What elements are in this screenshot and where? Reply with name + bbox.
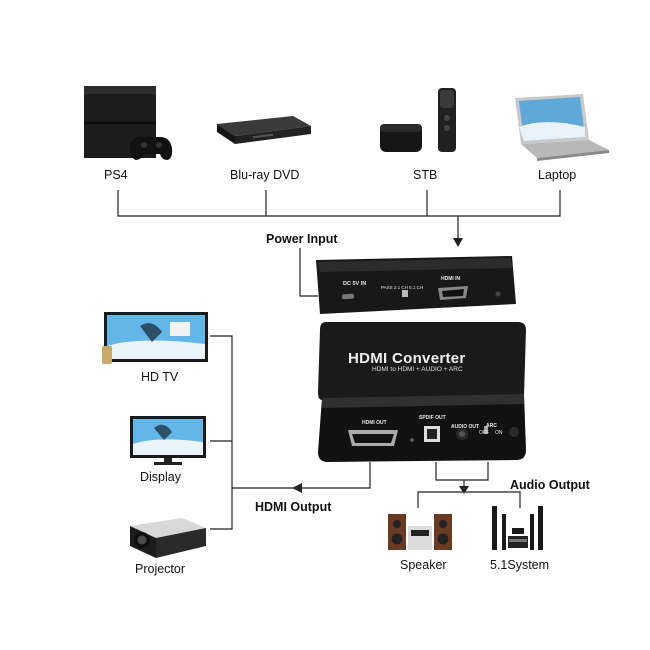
power-input-label: Power Input <box>266 232 338 246</box>
front-port-hdmi-out-label: HDMI OUT <box>362 420 387 426</box>
hd-tv-image <box>102 312 208 364</box>
laptop-image <box>515 94 609 161</box>
dc-port <box>342 293 355 300</box>
hdmi-output-line <box>232 462 371 489</box>
front-port-arc-label: ARC <box>486 423 497 429</box>
display-label-projector: Projector <box>135 562 186 576</box>
audio-output-arrow <box>459 486 469 494</box>
back-port-hdmi-in-label: HDMI IN <box>441 276 461 282</box>
converter-front-body <box>318 322 526 462</box>
converter-subtitle: HDMI to HDMI + AUDIO + ARC <box>372 366 463 373</box>
source-label-stb: STB <box>413 168 438 182</box>
audio-label-5-1system: 5.1System <box>490 558 550 572</box>
display-label-hdtv: HD TV <box>141 370 179 384</box>
front-port-spdif-label: SPDIF OUT <box>419 415 446 421</box>
surround-system-image <box>492 506 543 550</box>
display-label-display: Display <box>140 470 181 484</box>
projector-image <box>130 518 206 558</box>
hdmi-output-label: HDMI Output <box>255 500 332 514</box>
converter-title: HDMI Converter <box>348 350 466 367</box>
input-arrow <box>453 238 463 247</box>
audio-label-speaker: Speaker <box>400 558 447 572</box>
back-port-dc-label: DC 5V IN <box>343 281 367 287</box>
pass-switch <box>402 290 408 297</box>
audio-output-label: Audio Output <box>510 478 590 492</box>
front-port-arc-on-label: ON <box>495 430 503 436</box>
front-port-arc-off-label: OFF <box>479 430 489 436</box>
back-port-pass-label: PASS 2.1 CH 5.1 CH <box>381 285 424 290</box>
bluray-player-image <box>217 116 311 144</box>
speaker-image <box>388 514 452 550</box>
converter-back-panel <box>316 256 516 314</box>
display-monitor-image <box>130 416 206 465</box>
hdmi-output-arrow <box>292 483 302 493</box>
ps4-console-image <box>84 86 173 160</box>
display-bus-line <box>210 335 233 530</box>
source-label-laptop: Laptop <box>538 168 577 182</box>
stb-box-image <box>380 88 456 152</box>
audio-link-line <box>435 462 489 481</box>
audio-bus-line <box>417 491 521 508</box>
arc-switch <box>484 426 488 434</box>
source-bus-line <box>117 190 561 217</box>
source-label-bluray: Blu-ray DVD <box>230 168 300 182</box>
source-label-ps4: PS4 <box>104 168 128 182</box>
front-port-audio-out-label: AUDIO OUT <box>451 424 480 430</box>
power-input-line <box>299 248 318 297</box>
